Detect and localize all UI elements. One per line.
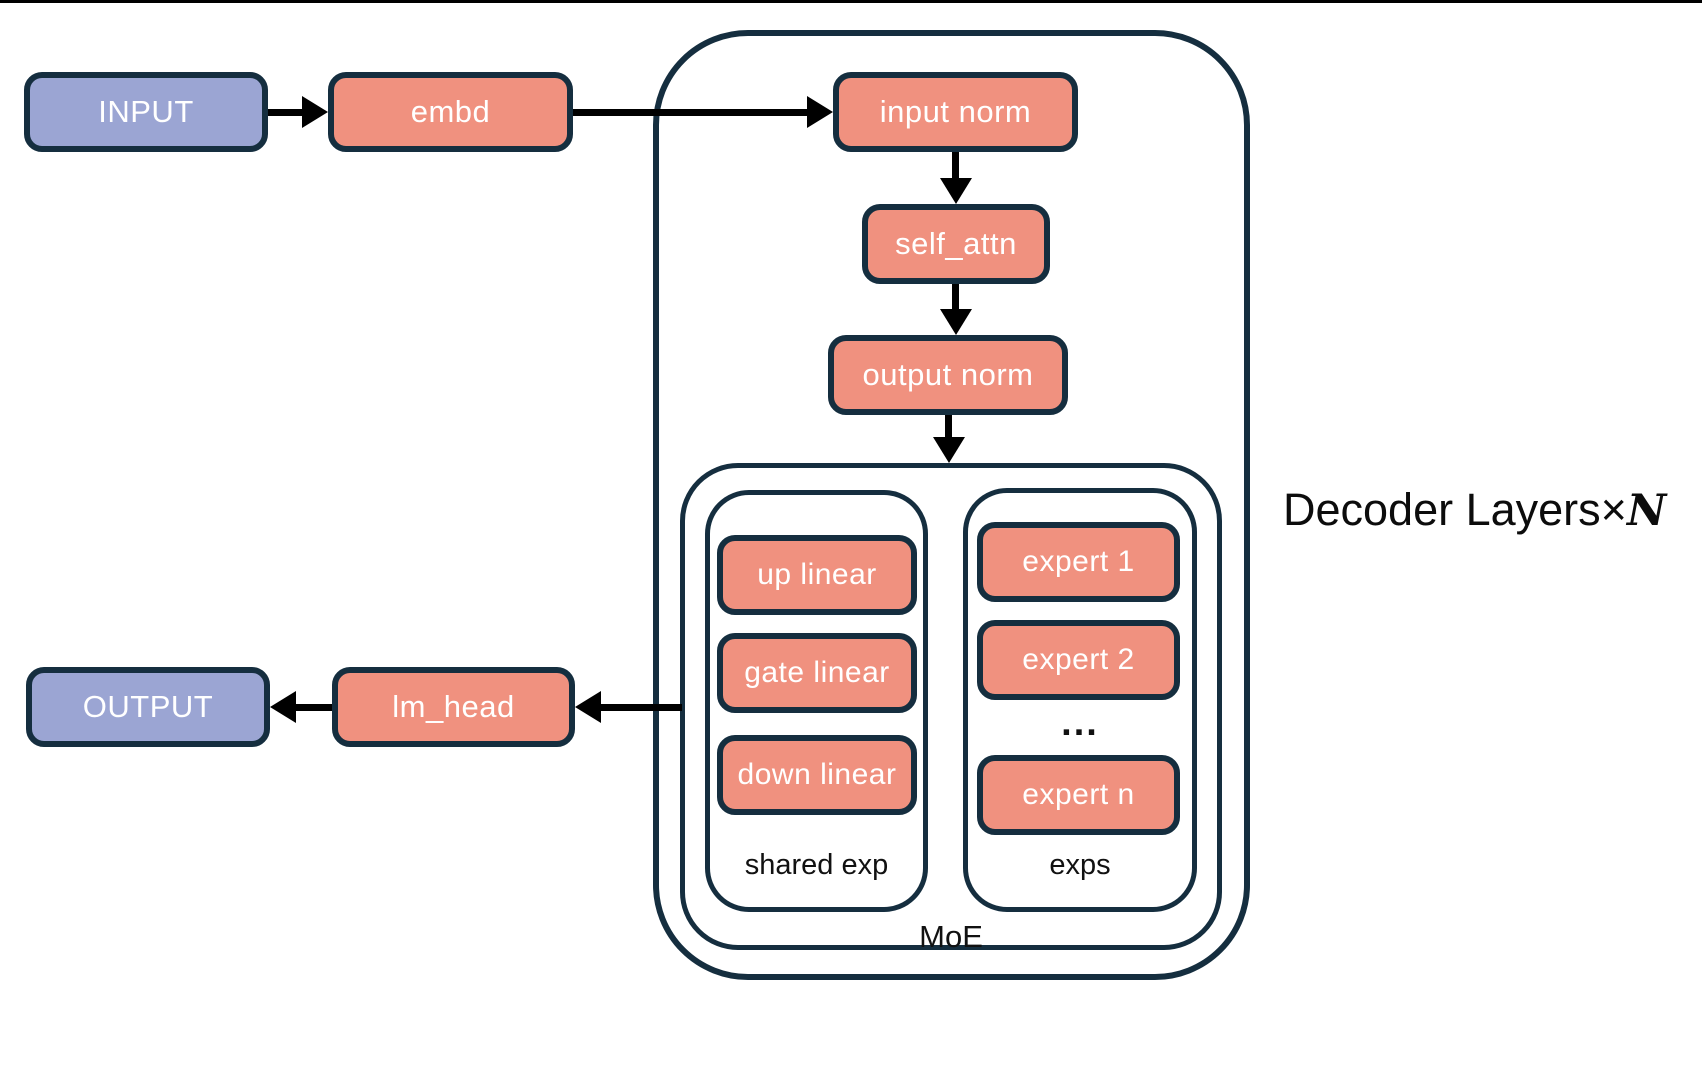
expert-2-node: expert 2	[977, 620, 1180, 700]
self-attn-node: self_attn	[862, 204, 1050, 284]
arrowhead-down-icon	[933, 437, 965, 463]
arrowhead-left-icon	[270, 691, 296, 723]
expert-1-node: expert 1	[977, 522, 1180, 602]
arrow-shaft	[599, 704, 682, 711]
input-node: INPUT	[24, 72, 268, 152]
top-border-line	[0, 0, 1702, 3]
arrow-shaft	[952, 284, 959, 310]
moe-label: MoE	[919, 919, 983, 954]
decoder-layers-label: Decoder Layers×N	[1283, 484, 1666, 536]
decoder-layers-container	[653, 30, 1250, 980]
shared-exp-container	[705, 490, 928, 912]
down-linear-node: down linear	[717, 735, 917, 815]
arrow-shaft	[294, 704, 332, 711]
arrowhead-left-icon	[575, 691, 601, 723]
up-linear-node: up linear	[717, 535, 917, 615]
arrow-shaft	[573, 109, 809, 116]
shared-exp-label: shared exp	[744, 849, 889, 881]
input-norm-node: input norm	[833, 72, 1078, 152]
output-node: OUTPUT	[26, 667, 270, 747]
arrowhead-down-icon	[940, 309, 972, 335]
arrow-shaft	[952, 152, 959, 180]
expert-n-node: expert n	[977, 755, 1180, 835]
output-norm-node: output norm	[828, 335, 1068, 415]
exps-label: exps	[1049, 849, 1111, 881]
embd-node: embd	[328, 72, 573, 152]
gate-linear-node: gate linear	[717, 633, 917, 713]
arrowhead-right-icon	[807, 96, 833, 128]
arrow-shaft	[268, 109, 306, 116]
arrow-shaft	[945, 415, 952, 439]
decoder-layers-label-text: Decoder Layers	[1283, 484, 1601, 535]
times-symbol: ×	[1600, 484, 1627, 535]
layer-count-n: N	[1626, 486, 1667, 536]
moe-container	[680, 463, 1222, 950]
experts-ellipsis: ...	[1061, 701, 1099, 744]
exps-container	[963, 488, 1197, 912]
lm-head-node: lm_head	[332, 667, 575, 747]
arrowhead-down-icon	[940, 178, 972, 204]
arrowhead-right-icon	[302, 96, 328, 128]
